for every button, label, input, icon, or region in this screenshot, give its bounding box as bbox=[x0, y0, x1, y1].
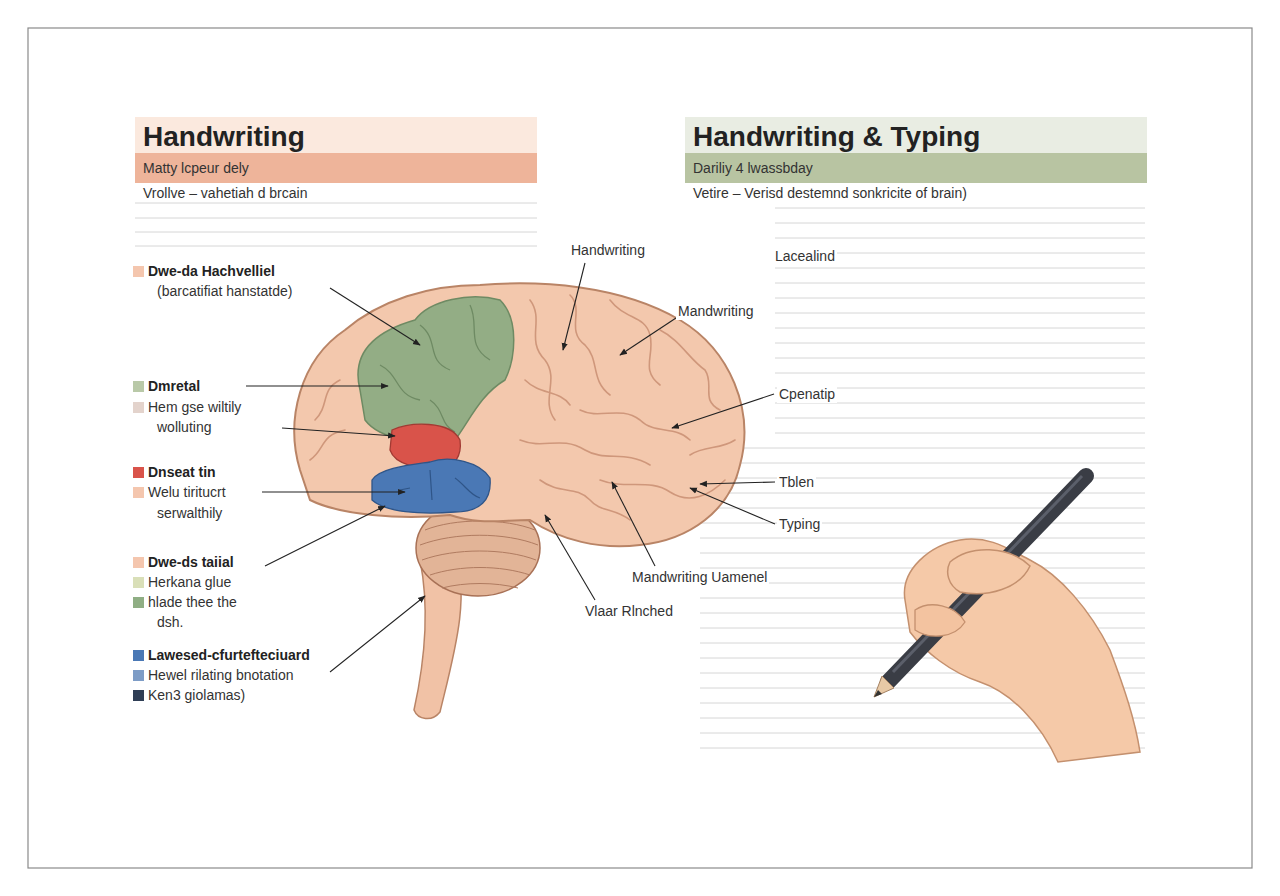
legend-text: Ken3 giolamas) bbox=[148, 687, 245, 704]
legend-item: hlade thee the bbox=[133, 594, 237, 611]
legend-text: Lawesed-cfurtefteciuard bbox=[148, 647, 310, 664]
legend-item: Dmretal bbox=[133, 378, 200, 395]
legend-item: Hewel rilating bnotation bbox=[133, 667, 294, 684]
leader-lines bbox=[246, 263, 775, 672]
legend-item: Lawesed-cfurtefteciuard bbox=[133, 647, 310, 664]
legend-swatch bbox=[133, 577, 144, 588]
cerebrum bbox=[294, 283, 744, 546]
subtitle-note: Vrollve – vahetiah d brcain bbox=[141, 185, 309, 202]
legend-text: Hem gse wiltily bbox=[148, 399, 241, 416]
legend-swatch bbox=[133, 597, 144, 608]
legend-text: Dnseat tin bbox=[148, 464, 216, 481]
pencil-shine bbox=[893, 476, 1082, 672]
subtitle-note: Vetire – Verisd destemnd sonkricite of b… bbox=[691, 185, 969, 202]
legend-swatch bbox=[133, 402, 144, 413]
pencil bbox=[888, 476, 1086, 682]
blue-detail bbox=[400, 470, 480, 500]
legend-text: Dwe-da Hachvelliel bbox=[148, 263, 275, 280]
brain-label: Mandwriting bbox=[676, 303, 755, 320]
legend-item: Herkana glue bbox=[133, 574, 231, 591]
legend-item: Dnseat tin bbox=[133, 464, 216, 481]
legend-note: dsh. bbox=[155, 614, 185, 631]
band-text: Dariliy 4 lwassbday bbox=[693, 160, 813, 177]
legend-text: Herkana glue bbox=[148, 574, 231, 591]
hand bbox=[904, 539, 1140, 762]
title-band: Handwriting bbox=[135, 117, 537, 157]
subtitle-band: Dariliy 4 lwassbday bbox=[685, 153, 1147, 183]
frame bbox=[28, 28, 1252, 868]
legend-note: (barcatifiat hanstatde) bbox=[155, 283, 294, 300]
legend-item: Ken3 giolamas) bbox=[133, 687, 245, 704]
legend-swatch bbox=[133, 487, 144, 498]
legend-item: Dwe-ds taiial bbox=[133, 554, 234, 571]
legend-note: wolluting bbox=[155, 419, 213, 436]
legend-text: Welu tiritucrt bbox=[148, 484, 226, 501]
gyri bbox=[310, 295, 735, 520]
finger bbox=[915, 605, 965, 636]
cerebellum-folds bbox=[420, 521, 538, 588]
green-folds bbox=[380, 305, 490, 432]
legend-item: Dwe-da Hachvelliel bbox=[133, 263, 275, 280]
legend-swatch bbox=[133, 381, 144, 392]
brain-label: Tblen bbox=[777, 474, 816, 491]
legend-swatch bbox=[133, 467, 144, 478]
legend-text: Hewel rilating bnotation bbox=[148, 667, 294, 684]
brain-label: Handwriting bbox=[569, 242, 647, 259]
legend-swatch bbox=[133, 557, 144, 568]
brain-label: Cpenatip bbox=[777, 386, 837, 403]
legend-text: Dmretal bbox=[148, 378, 200, 395]
legend-item: Welu tiritucrt bbox=[133, 484, 226, 501]
blue-region bbox=[372, 459, 490, 513]
brain-label: Lacealind bbox=[773, 248, 837, 265]
legend-swatch bbox=[133, 690, 144, 701]
brain-label: Vlaar Rlnched bbox=[583, 603, 675, 620]
band-text: Matty lcpeur dely bbox=[143, 160, 249, 177]
brain bbox=[294, 283, 744, 718]
pencil-lead bbox=[874, 690, 882, 697]
title-band: Handwriting & Typing bbox=[685, 117, 1147, 157]
legend-swatch bbox=[133, 266, 144, 277]
legend-item: Hem gse wiltily bbox=[133, 399, 241, 416]
subtitle-band: Matty lcpeur dely bbox=[135, 153, 537, 183]
legend-text: Dwe-ds taiial bbox=[148, 554, 234, 571]
legend-note: serwalthily bbox=[155, 505, 224, 522]
legend-swatch bbox=[133, 670, 144, 681]
heading-text: Handwriting bbox=[143, 120, 305, 154]
legend-swatch bbox=[133, 650, 144, 661]
thumb bbox=[948, 550, 1030, 594]
brain-label: Mandwriting Uamenel bbox=[630, 569, 769, 586]
legend-text: hlade thee the bbox=[148, 594, 237, 611]
green-region bbox=[358, 297, 514, 442]
brain-label: Typing bbox=[777, 516, 822, 533]
heading-text: Handwriting & Typing bbox=[693, 120, 980, 154]
pencil-tip bbox=[874, 676, 894, 697]
hand-with-pencil bbox=[874, 476, 1140, 762]
